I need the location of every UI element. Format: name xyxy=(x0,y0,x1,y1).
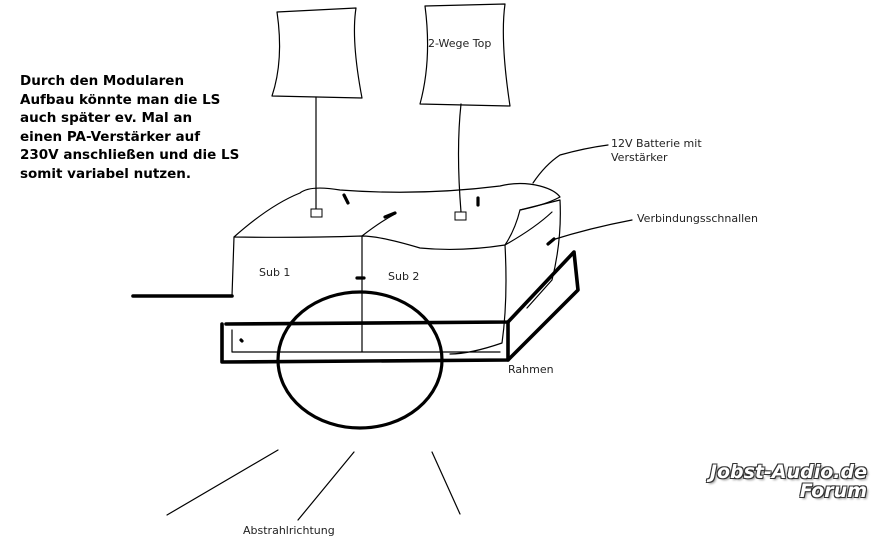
connector-leader xyxy=(551,219,633,241)
buckle-5 xyxy=(546,237,556,246)
label-direction: Abstrahlrichtung xyxy=(243,524,335,537)
box-top-divider xyxy=(361,213,396,237)
top-speaker-right xyxy=(419,3,511,107)
label-sub1: Sub 1 xyxy=(259,266,291,279)
wheel xyxy=(276,290,444,430)
plug-right xyxy=(454,211,467,221)
frame-bolt xyxy=(239,338,244,343)
label-battery-line2: Verstärker xyxy=(611,151,668,164)
description-note: Durch den Modularen Aufbau könnte man di… xyxy=(20,72,260,184)
note-line: Aufbau könnte man die LS xyxy=(20,91,221,108)
watermark-line2: Forum xyxy=(799,480,867,502)
direction-line-left xyxy=(166,449,279,516)
label-sub2: Sub 2 xyxy=(388,270,420,283)
note-line: somit variabel nutzen. xyxy=(20,165,192,182)
top-speaker-left xyxy=(271,7,363,99)
watermark-line1: Jobst-Audio.de xyxy=(709,461,867,483)
note-line: Durch den Modularen xyxy=(20,73,185,89)
box-front xyxy=(231,235,507,355)
buckle-1 xyxy=(342,193,350,205)
label-2-wege-top: 2-Wege Top xyxy=(428,37,492,50)
label-battery-line1: 12V Batterie mit xyxy=(611,137,702,150)
note-line: 230V anschließen und die LS xyxy=(20,147,240,164)
direction-line-right xyxy=(431,451,461,515)
plug-left xyxy=(310,208,323,218)
box-top xyxy=(233,182,561,251)
box-side xyxy=(504,199,561,309)
direction-line-mid xyxy=(297,451,355,521)
note-line: auch später ev. Mal an xyxy=(20,110,193,127)
label-frame: Rahmen xyxy=(508,363,554,376)
note-line: einen PA-Verstärker auf xyxy=(20,128,201,145)
cable-right xyxy=(457,103,462,213)
label-connector: Verbindungsschnallen xyxy=(637,212,758,225)
forum-watermark: Jobst-Audio.de Forum xyxy=(710,463,867,501)
buckle-2 xyxy=(383,211,397,219)
battery-leader xyxy=(532,144,609,184)
